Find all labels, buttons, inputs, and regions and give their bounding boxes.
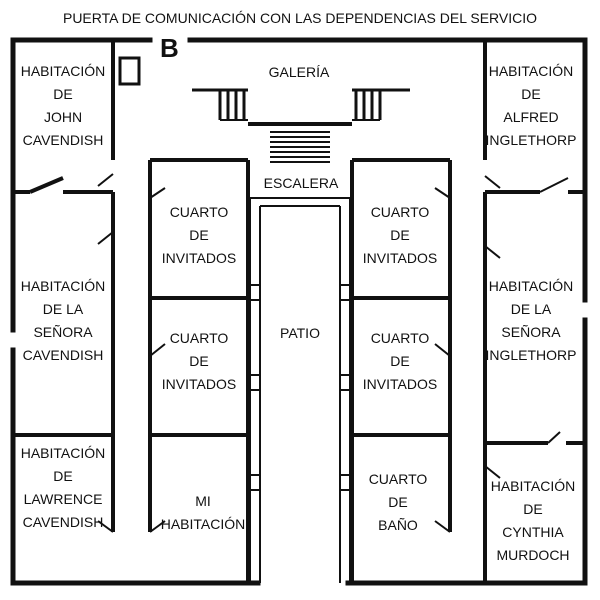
room-cuarto-invitados-3: CUARTO DE INVITADOS bbox=[362, 204, 438, 266]
room-cuarto-invitados-1: CUARTO DE INVITADOS bbox=[161, 204, 237, 266]
outer-walls bbox=[10, 37, 588, 586]
door-invitados-4 bbox=[434, 343, 451, 357]
room-mi-habitacion: MI HABITACIÓN bbox=[160, 493, 246, 532]
room-john-cavendish: HABITACIÓN DE JOHN CAVENDISH bbox=[20, 63, 106, 148]
central-right-doors bbox=[434, 187, 451, 533]
staircase-label: ESCALERA bbox=[263, 175, 339, 191]
gallery-label: GALERÍA bbox=[268, 64, 330, 80]
room-senora-inglethorp: HABITACIÓN DE LA SEÑORA INGLETHORP bbox=[485, 278, 577, 363]
room-senora-cavendish: HABITACIÓN DE LA SEÑORA CAVENDISH bbox=[20, 278, 106, 363]
door-right-wing bbox=[539, 177, 569, 193]
right-wing-walls bbox=[483, 40, 585, 583]
central-right-block bbox=[350, 158, 452, 583]
door-invitados-3 bbox=[434, 187, 451, 199]
patio-walls bbox=[249, 197, 351, 583]
door-invitados-2 bbox=[149, 343, 166, 357]
patio-window-ticks bbox=[248, 284, 352, 491]
door-john bbox=[97, 173, 114, 187]
room-cuarto-invitados-4: CUARTO DE INVITADOS bbox=[362, 330, 438, 392]
door-lawrence bbox=[97, 520, 114, 533]
gallery-staircase bbox=[192, 88, 410, 163]
door-alfred bbox=[484, 175, 501, 189]
marker-b: B bbox=[160, 33, 179, 63]
room-cuarto-de-bano: CUARTO DE BAÑO bbox=[368, 471, 428, 533]
room-cynthia-murdoch: HABITACIÓN DE CYNTHIA MURDOCH bbox=[490, 478, 576, 563]
door-cynthia bbox=[547, 431, 561, 444]
balusters-right bbox=[354, 90, 382, 120]
central-left-block bbox=[148, 158, 250, 583]
service-door-caption: PUERTA DE COMUNICACIÓN CON LAS DEPENDENC… bbox=[62, 10, 538, 26]
door-invitados-1 bbox=[149, 187, 166, 199]
door-mi-habitacion bbox=[149, 520, 166, 533]
room-cuarto-invitados-2: CUARTO DE INVITADOS bbox=[161, 330, 237, 392]
patio-label: PATIO bbox=[280, 325, 320, 341]
door-bano bbox=[434, 520, 451, 533]
balusters-left bbox=[218, 90, 246, 120]
door-sra-cavendish bbox=[97, 231, 114, 245]
room-lawrence-cavendish: HABITACIÓN DE LAWRENCE CAVENDISH bbox=[20, 445, 106, 530]
stair-steps bbox=[270, 131, 330, 163]
door-cynthia-b bbox=[484, 465, 501, 479]
left-wing-walls bbox=[13, 40, 115, 532]
left-doors bbox=[97, 173, 114, 533]
room-alfred-inglethorp: HABITACIÓN DE ALFRED INGLETHORP bbox=[485, 63, 577, 148]
chimney-square bbox=[118, 56, 141, 86]
central-left-doors bbox=[149, 187, 166, 533]
john-door bbox=[29, 176, 64, 194]
right-doors bbox=[484, 175, 569, 479]
door-sra-inglethorp bbox=[484, 245, 501, 259]
